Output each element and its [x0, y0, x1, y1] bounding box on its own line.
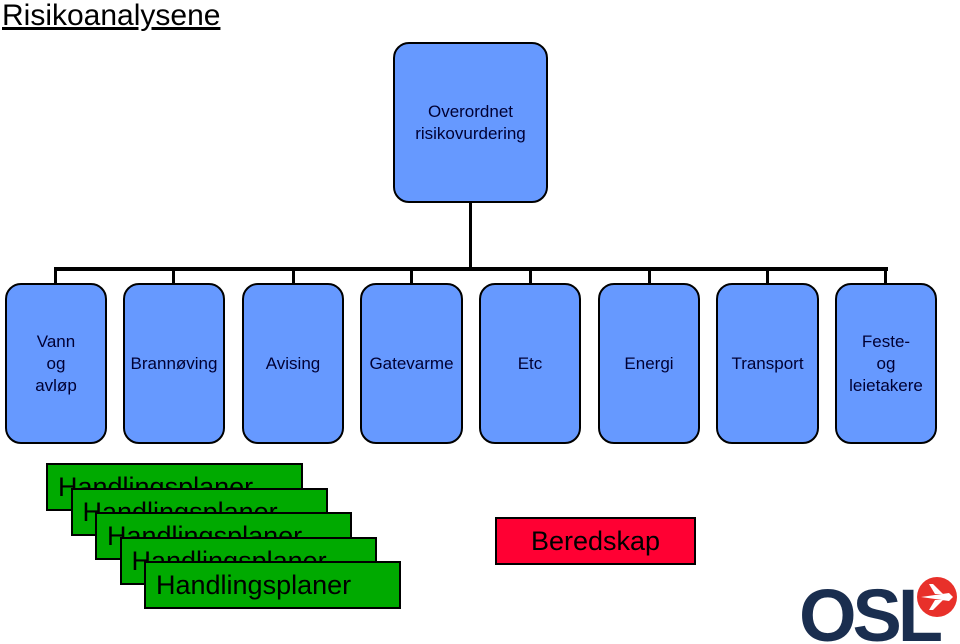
child-node-label-line: Vann [36, 331, 76, 351]
osl-logo-text: OSL [799, 575, 941, 644]
bus-connector-horizontal [54, 267, 888, 271]
root-node-line-1: Overordnet [427, 101, 514, 121]
root-node-line-2: risikovurdering [415, 123, 526, 143]
child-node-label-line: Brannøving [130, 353, 218, 373]
child-node-label-line: Feste- [861, 331, 911, 351]
child-connector-drop [529, 267, 532, 284]
child-node-7: Transport [716, 283, 819, 444]
child-connector-drop [766, 267, 769, 284]
child-node-label-line: Energi [624, 353, 674, 373]
child-node-label-line: og [876, 353, 896, 373]
child-node-label-line: Etc [517, 353, 543, 373]
child-node-label-line: og [46, 353, 66, 373]
child-node-5: Etc [479, 283, 581, 444]
child-node-label-line: leietakere [849, 375, 923, 395]
child-node-6: Energi [598, 283, 700, 444]
osl-logo: OSL [799, 575, 957, 644]
page-title: Risikoanalysene [2, 0, 221, 32]
child-node-label-line: Avising [265, 353, 321, 373]
root-connector-vertical [469, 203, 472, 269]
child-node-label-line: Transport [731, 353, 804, 373]
child-connector-drop [292, 267, 295, 284]
child-connector-drop [172, 267, 175, 284]
root-node-overordnet-risikovurdering: Overordnet risikovurdering [393, 42, 548, 203]
child-connector-drop [648, 267, 651, 284]
child-node-2: Brannøving [123, 283, 225, 444]
child-connector-drop [54, 267, 57, 284]
child-connector-drop [410, 267, 413, 284]
child-node-label-line: avløp [35, 375, 77, 395]
child-node-4: Gatevarme [360, 283, 463, 444]
child-connector-drop [884, 267, 887, 284]
child-node-3: Avising [242, 283, 344, 444]
beredskap-box: Beredskap [495, 517, 696, 565]
child-node-label-line: Gatevarme [369, 353, 454, 373]
airplane-icon [921, 584, 953, 610]
handlingsplaner-card-5: Handlingsplaner [144, 561, 401, 609]
